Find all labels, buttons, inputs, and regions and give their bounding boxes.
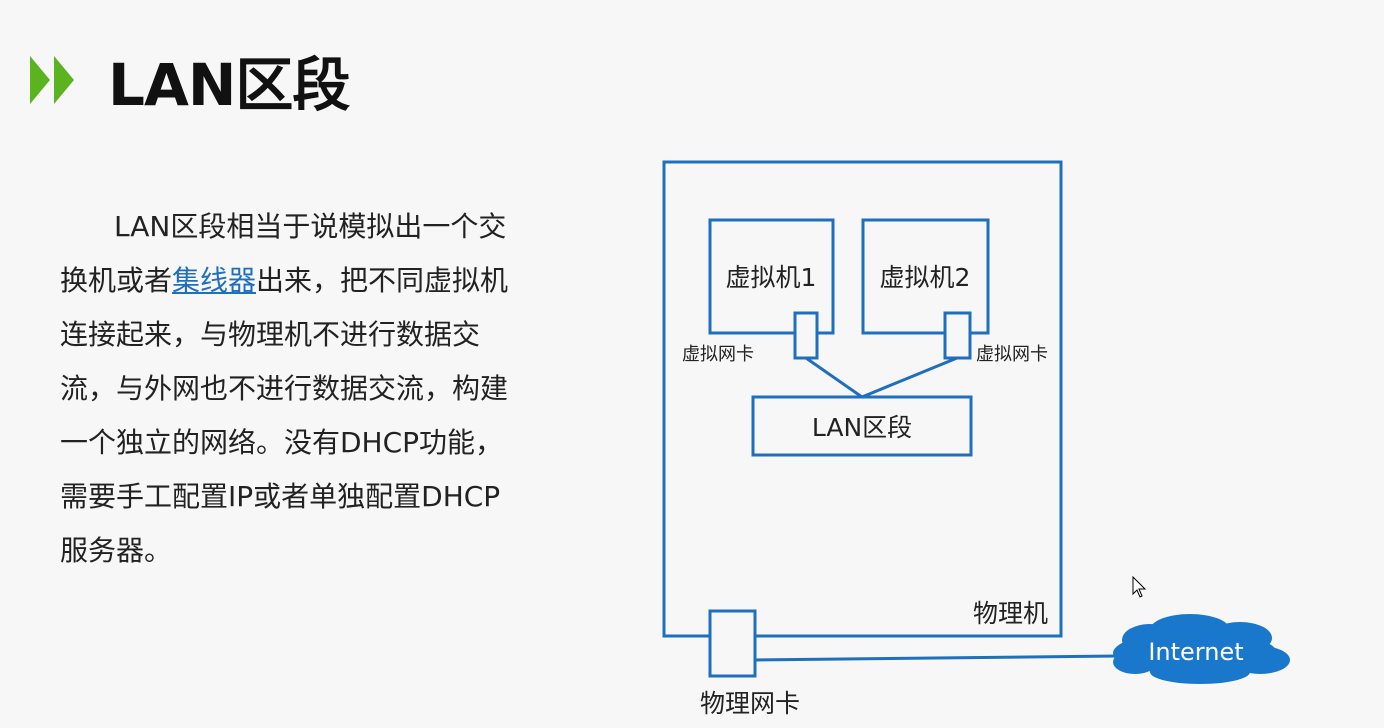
virtual-nic-1 xyxy=(793,311,819,360)
virtual-nic-1-label: 虚拟网卡 xyxy=(682,344,754,365)
nic-to-internet-line xyxy=(754,654,1119,662)
vm2-box xyxy=(861,218,990,335)
physical-nic-label: 物理网卡 xyxy=(700,689,800,718)
physical-host-label: 物理机 xyxy=(973,599,1048,628)
mouse-cursor-icon xyxy=(1132,576,1147,598)
slide-title: LAN区段 xyxy=(108,51,350,119)
virtual-nic-2-label: 虚拟网卡 xyxy=(976,344,1048,365)
lan-segment-box xyxy=(751,395,973,457)
vm2-label: 虚拟机2 xyxy=(880,263,971,292)
vm1-box xyxy=(708,218,835,335)
nic2-to-lan-line xyxy=(861,356,958,399)
description-paragraph: LAN区段相当于说模拟出一个交换机或者集线器出来，把不同虚拟机连接起来，与物理机… xyxy=(60,200,510,578)
nic1-to-lan-line xyxy=(805,356,863,399)
virtual-nic-2 xyxy=(943,311,972,360)
vm1-label: 虚拟机1 xyxy=(726,263,817,292)
internet-label: Internet xyxy=(1148,638,1243,666)
paragraph-part-2: 出来，把不同虚拟机连接起来，与物理机不进行数据交流，与外网也不进行数据交流，构建… xyxy=(60,264,509,567)
internet-cloud-icon xyxy=(1113,614,1290,684)
slide-title-row: LAN区段 xyxy=(28,40,350,120)
physical-nic xyxy=(708,609,757,678)
physical-host-box xyxy=(662,160,1063,638)
hub-link[interactable]: 集线器 xyxy=(172,264,257,297)
double-chevron-icon xyxy=(30,56,74,104)
lan-segment-label: LAN区段 xyxy=(812,413,912,442)
paragraph-part-1: LAN区段相当于说模拟出一个交换机或者 xyxy=(60,210,507,297)
